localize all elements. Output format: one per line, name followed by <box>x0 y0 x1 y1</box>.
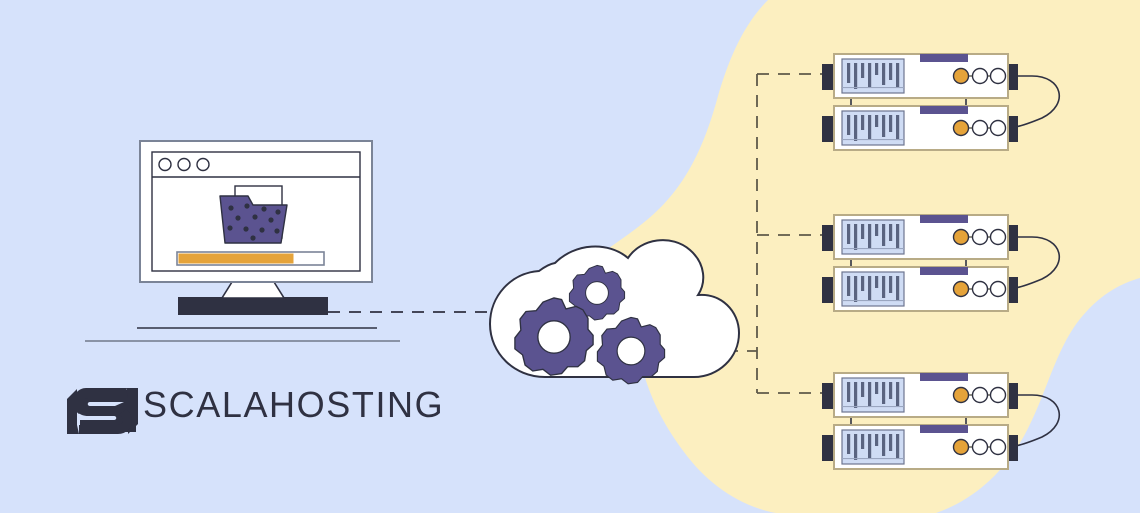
server-group-bottom <box>822 373 1061 469</box>
monitor-neck <box>220 281 286 299</box>
progress-fill <box>178 253 294 264</box>
server-group-middle <box>822 215 1061 311</box>
server-unit[interactable] <box>822 267 1018 311</box>
server-group-top <box>822 54 1061 150</box>
brand-wordmark: SCALAHOSTING <box>143 384 445 425</box>
server-unit[interactable] <box>822 373 1018 417</box>
folder-dots <box>227 203 281 241</box>
desktop-monitor <box>139 140 373 315</box>
cloud-platform <box>488 239 741 385</box>
server-unit[interactable] <box>822 215 1018 259</box>
monitor-base <box>178 297 328 315</box>
upload-progress-bar <box>176 251 325 266</box>
server-unit[interactable] <box>822 106 1018 150</box>
window-dot-icon[interactable] <box>158 157 172 172</box>
folder-upload-icon <box>219 185 288 244</box>
server-unit[interactable] <box>822 425 1018 469</box>
scalahosting-s-monogram-icon <box>67 388 138 434</box>
window-dot-icon[interactable] <box>177 157 191 172</box>
folder-body <box>219 195 288 244</box>
server-unit[interactable] <box>822 54 1018 98</box>
window-dot-icon[interactable] <box>196 157 210 172</box>
